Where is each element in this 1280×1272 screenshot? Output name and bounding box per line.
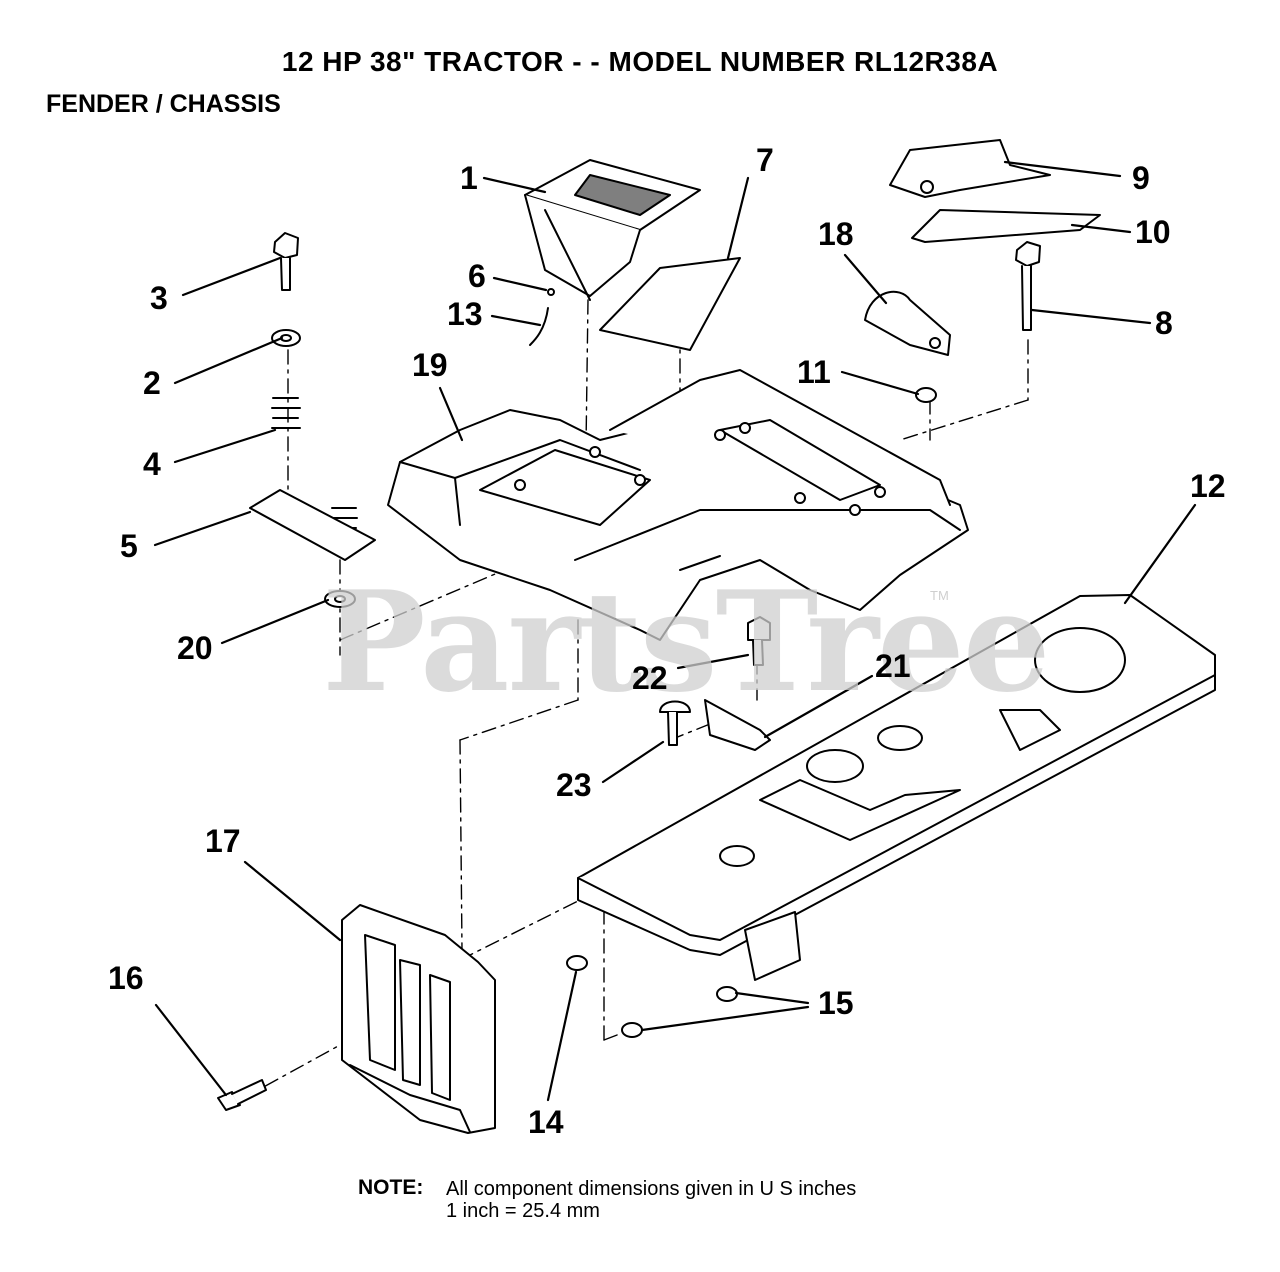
watermark: PartsTree — [322, 560, 1051, 723]
callout-7[interactable]: 7 — [756, 142, 774, 178]
part-decal — [599, 257, 741, 351]
callout-14[interactable]: 14 — [528, 1104, 564, 1140]
callout-6[interactable]: 6 — [468, 258, 486, 294]
part-brackets — [889, 139, 1101, 243]
assembly-lines — [239, 299, 1029, 1101]
note-label: NOTE: — [358, 1176, 424, 1199]
note-conversion: 1 inch = 25.4 mm — [446, 1200, 600, 1222]
callout-19[interactable]: 19 — [412, 347, 448, 383]
section-title: FENDER / CHASSIS — [46, 90, 281, 118]
callout-13[interactable]: 13 — [447, 296, 483, 332]
part-chassis — [577, 594, 1216, 981]
callout-12[interactable]: 12 — [1190, 468, 1226, 504]
leader-lines — [153, 160, 1197, 1102]
part-fender — [387, 369, 969, 641]
callout-22[interactable]: 22 — [632, 660, 668, 696]
trademark-mark: TM — [930, 588, 949, 603]
callout-20[interactable]: 20 — [177, 630, 213, 666]
page-title: 12 HP 38" TRACTOR - - MODEL NUMBER RL12R… — [281, 46, 999, 77]
callout-15[interactable]: 15 — [818, 985, 854, 1021]
callout-23[interactable]: 23 — [556, 767, 592, 803]
part-clamp — [864, 290, 951, 356]
callout-3[interactable]: 3 — [150, 280, 168, 316]
part-brace — [704, 699, 771, 751]
part-plate — [249, 489, 376, 561]
callout-17[interactable]: 17 — [205, 823, 241, 859]
part-bolts — [217, 232, 1041, 1111]
callout-11[interactable]: 11 — [797, 354, 831, 390]
callout-9[interactable]: 9 — [1132, 160, 1150, 196]
callout-10[interactable]: 10 — [1135, 214, 1171, 250]
callout-2[interactable]: 2 — [143, 365, 161, 401]
callout-1[interactable]: 1 — [460, 160, 478, 196]
callout-5[interactable]: 5 — [120, 528, 138, 564]
note-text: All component dimensions given in U S in… — [446, 1178, 857, 1200]
callout-8[interactable]: 8 — [1155, 305, 1173, 341]
callout-21[interactable]: 21 — [875, 648, 911, 684]
callout-4[interactable]: 4 — [143, 446, 161, 482]
part-front-panel — [341, 904, 496, 1134]
callout-16[interactable]: 16 — [108, 960, 144, 996]
part-tray — [524, 159, 701, 301]
callout-18[interactable]: 18 — [818, 216, 854, 252]
